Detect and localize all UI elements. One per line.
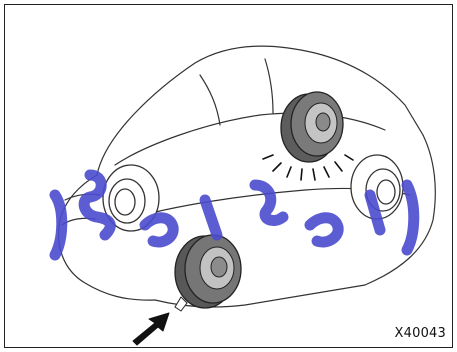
car-tire-rotation-illustration — [5, 5, 453, 348]
wheel-rear-left — [103, 165, 159, 231]
figure-code: X40043 — [395, 326, 446, 341]
wheel-rear-right — [351, 155, 403, 219]
arrow-icon — [133, 313, 169, 345]
wheel-front-left — [175, 235, 241, 311]
spare-tire — [281, 92, 343, 162]
diagram-frame: X40043 — [4, 4, 453, 348]
